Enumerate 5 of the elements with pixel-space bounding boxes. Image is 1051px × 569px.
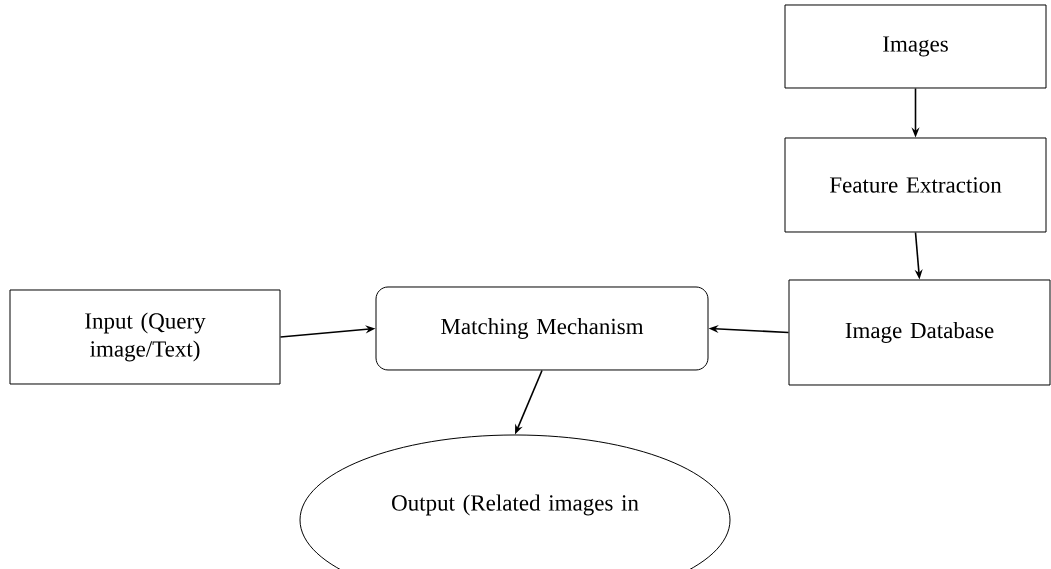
process-box: Matching Mechanism (375, 286, 709, 371)
process-box: Images (784, 4, 1047, 89)
process-box: Feature Extraction (784, 137, 1047, 233)
process-box: Input (Query image/Text) (9, 289, 281, 385)
process-box: Image Database (788, 279, 1051, 386)
